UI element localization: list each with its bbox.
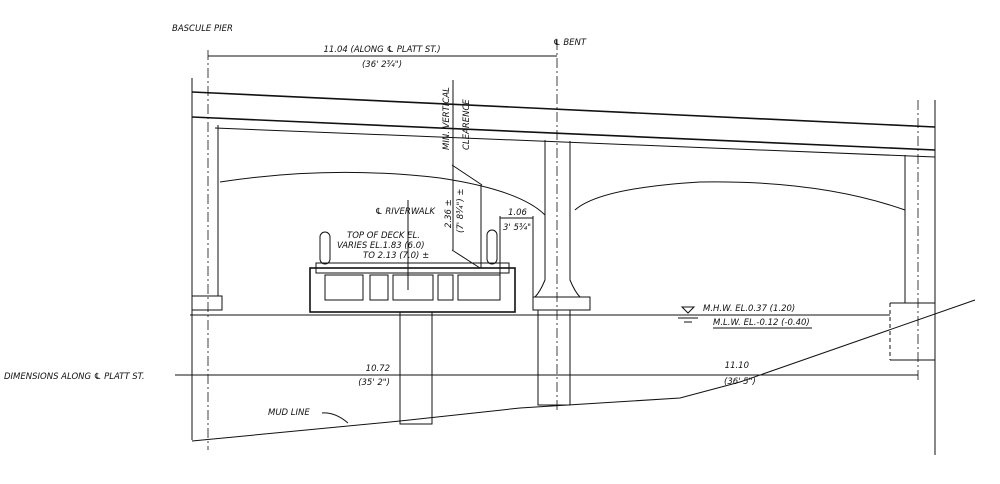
bascule-pier-label: BASCULE PIER	[172, 24, 233, 34]
bascule-pier	[191, 50, 223, 450]
right-dim: 11.10	[725, 361, 749, 371]
mud-line-label: MUD LINE	[268, 408, 310, 418]
center-bent	[532, 40, 591, 410]
offset-dimension: 1.06 3' 5¾"	[499, 208, 534, 300]
mlw-label: M.L.W. EL.-0.12 (-0.40)	[713, 318, 810, 328]
clearance-imperial: (7' 8¾") ±	[456, 189, 466, 233]
offset-imperial: 3' 5¾"	[503, 223, 531, 233]
water-levels: M.H.W. EL.0.37 (1.20) M.L.W. EL.-0.12 (-…	[190, 304, 890, 329]
right-pier	[889, 100, 936, 455]
deck-label-1: TOP OF DECK EL.	[347, 231, 420, 241]
water-level-icon	[680, 306, 696, 314]
deck-label-3: TO 2.13 (7.0) ±	[363, 251, 429, 261]
top-dim-label: 11.04 (ALONG ℄ PLATT ST.)	[323, 45, 440, 55]
top-dimension: 11.04 (ALONG ℄ PLATT ST.) (36' 2¾")	[208, 45, 557, 70]
mud-line: MUD LINE	[191, 299, 976, 442]
bridge-deck	[191, 91, 936, 158]
mhw-label: M.H.W. EL.0.37 (1.20)	[703, 304, 795, 314]
arch-left	[219, 171, 546, 216]
deck-label-2: VARIES EL.1.83 (6.0)	[337, 241, 425, 251]
left-dim-imperial: (35' 2")	[358, 378, 390, 388]
clearance-label-1: MIN. VERTICAL	[442, 87, 452, 150]
left-dim: 10.72	[366, 364, 390, 374]
offset-value: 1.06	[508, 208, 528, 218]
riverwalk-label: ℄ RIVERWALK	[375, 207, 436, 217]
bottom-dimensions: DIMENSIONS ALONG ℄ PLATT ST. 10.72 (35' …	[4, 361, 918, 388]
min-clearance: MIN. VERTICAL CLEARENCE 2.36 ± (7' 8¾") …	[442, 80, 483, 269]
clearance-value: 2.36 ±	[444, 199, 454, 228]
bent-label: ℄ BENT	[553, 38, 587, 48]
arch-right	[574, 181, 906, 211]
dimensions-along-label: DIMENSIONS ALONG ℄ PLATT ST.	[4, 372, 145, 382]
clearance-label-2: CLEARENCE	[462, 99, 472, 150]
top-dim-imperial: (36' 2¾")	[362, 60, 402, 70]
